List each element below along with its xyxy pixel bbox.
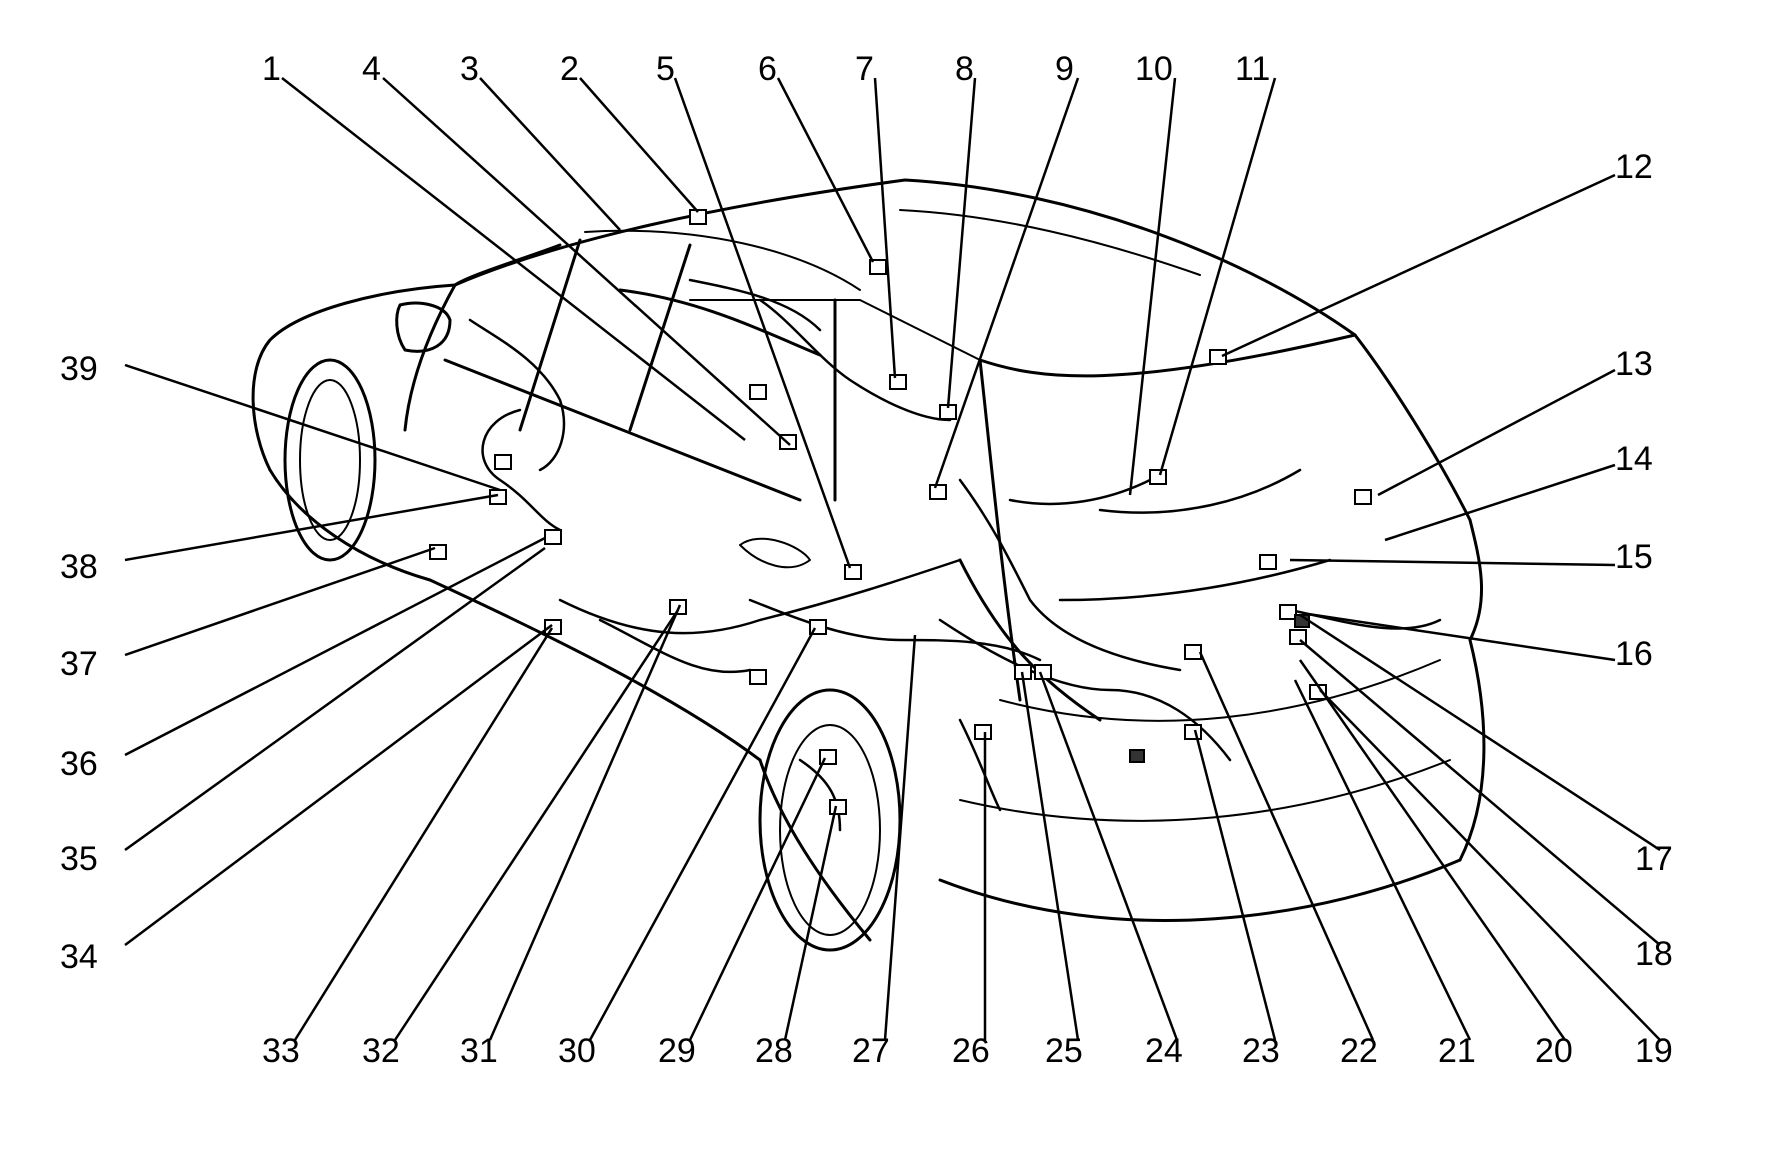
callout-33: 33 [262, 1032, 300, 1070]
callout-2: 2 [560, 50, 579, 88]
callout-12: 12 [1615, 148, 1653, 186]
callout-23: 23 [1242, 1032, 1280, 1070]
callout-18: 18 [1635, 935, 1673, 973]
callout-14: 14 [1615, 440, 1653, 478]
callout-10: 10 [1135, 50, 1173, 88]
leader-lines [124, 77, 1661, 1041]
callout-5: 5 [656, 50, 675, 88]
callout-9: 9 [1055, 50, 1074, 88]
callout-1: 1 [262, 50, 281, 88]
callout-7: 7 [855, 50, 874, 88]
callout-6: 6 [758, 50, 777, 88]
callout-28: 28 [755, 1032, 793, 1070]
callout-24: 24 [1145, 1032, 1183, 1070]
connectors [429, 209, 1372, 815]
callout-32: 32 [362, 1032, 400, 1070]
callout-8: 8 [955, 50, 974, 88]
callout-29: 29 [658, 1032, 696, 1070]
callout-11: 11 [1235, 50, 1270, 88]
callout-21: 21 [1438, 1032, 1476, 1070]
callout-34: 34 [60, 938, 98, 976]
callout-31: 31 [460, 1032, 498, 1070]
callout-3: 3 [460, 50, 479, 88]
callout-22: 22 [1340, 1032, 1378, 1070]
callout-38: 38 [60, 548, 98, 586]
callout-35: 35 [60, 840, 98, 878]
callout-19: 19 [1635, 1032, 1673, 1070]
callout-20: 20 [1535, 1032, 1573, 1070]
callout-27: 27 [852, 1032, 890, 1070]
callout-36: 36 [60, 745, 98, 783]
callout-17: 17 [1635, 840, 1673, 878]
wiring-harness [468, 278, 1442, 832]
callout-13: 13 [1615, 345, 1653, 383]
callout-4: 4 [362, 50, 381, 88]
vehicle-body [251, 178, 1486, 952]
callout-26: 26 [952, 1032, 990, 1070]
callout-39: 39 [60, 350, 98, 388]
callout-15: 15 [1615, 538, 1653, 576]
callout-30: 30 [558, 1032, 596, 1070]
callout-16: 16 [1615, 635, 1653, 673]
callout-37: 37 [60, 645, 98, 683]
callout-labels: 1 4 3 2 5 6 7 8 9 10 11 12 13 14 15 16 1… [60, 50, 1673, 1070]
callout-25: 25 [1045, 1032, 1083, 1070]
